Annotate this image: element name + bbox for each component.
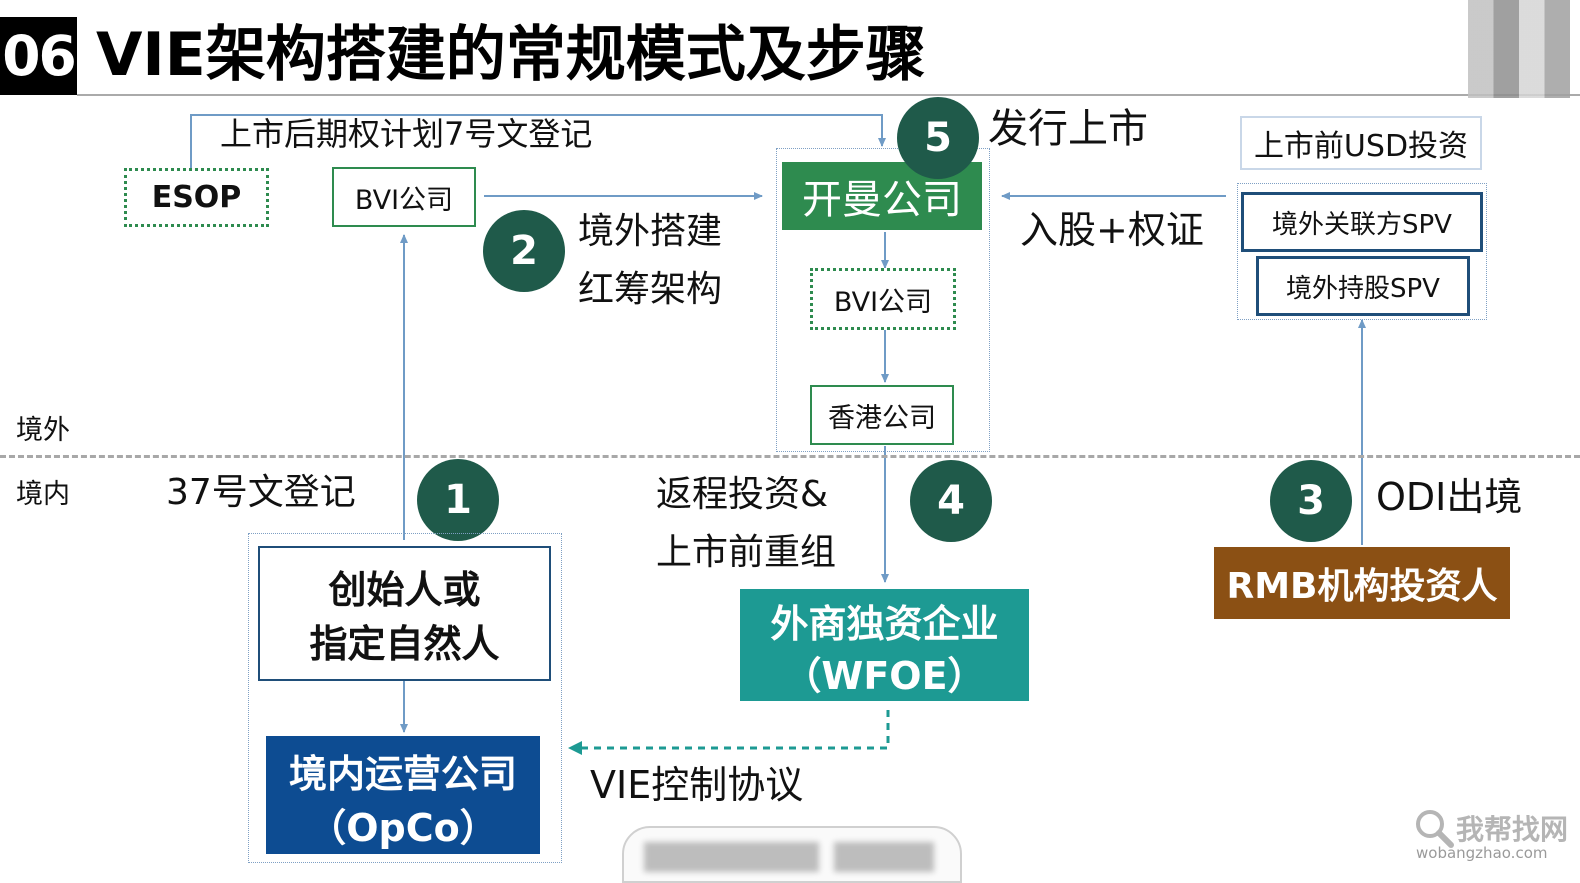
bvi-company-box: BVI公司 (332, 167, 476, 227)
vie-agreement-line (576, 710, 888, 748)
step-3-badge: 3 (1270, 460, 1352, 542)
watermark: 我帮找网 wobangzhao.com (1414, 806, 1574, 866)
step-3-label: ODI出境 (1376, 468, 1522, 526)
equity-warrant-label: 入股+权证 (1020, 201, 1204, 259)
blurred-caption (622, 826, 962, 883)
offshore-holding-spv-box: 境外持股SPV (1256, 256, 1470, 316)
step-4-label-line2: 上市前重组 (656, 524, 836, 582)
step-4-label-line1: 返程投资& (656, 466, 828, 524)
step-4-badge: 4 (910, 460, 992, 542)
step-1-label: 37号文登记 (166, 464, 356, 522)
magnifier-icon (1414, 808, 1454, 848)
pre-ipo-usd-label: 上市前USD投资 (1240, 116, 1482, 170)
esop-registration-note: 上市后期权计划7号文登记 (220, 112, 592, 156)
founder-label-line2: 指定自然人 (260, 614, 549, 666)
step-5-label: 发行上市 (988, 100, 1148, 158)
opco-label-line1: 境内运营公司 (266, 744, 540, 796)
offshore-related-spv-box: 境外关联方SPV (1241, 192, 1483, 252)
vie-agreement-label: VIE控制协议 (590, 756, 803, 814)
hk-company-box: 香港公司 (810, 385, 954, 445)
watermark-url: wobangzhao.com (1416, 844, 1547, 862)
wfoe-label-line2: （WFOE） (740, 647, 1029, 697)
offshore-label: 境外 (16, 408, 70, 447)
founder-box: 创始人或 指定自然人 (258, 546, 551, 681)
wfoe-label-line1: 外商独资企业 (740, 595, 1029, 645)
bvi-subsidiary-box: BVI公司 (810, 268, 956, 330)
step-2-label-line2: 红筹架构 (578, 261, 722, 319)
step-5-badge: 5 (897, 97, 979, 179)
founder-label-line1: 创始人或 (260, 560, 549, 612)
onshore-label: 境内 (16, 472, 70, 511)
watermark-text: 我帮找网 (1456, 808, 1568, 848)
step-1-badge: 1 (417, 459, 499, 541)
opco-label-line2: （OpCo） (266, 798, 540, 850)
opco-box: 境内运营公司 （OpCo） (266, 736, 540, 854)
step-2-badge: 2 (483, 210, 565, 292)
esop-box: ESOP (124, 168, 269, 227)
step-2-label-line1: 境外搭建 (578, 203, 722, 261)
wfoe-box: 外商独资企业 （WFOE） (740, 589, 1029, 701)
rmb-investor-box: RMB机构投资人 (1214, 547, 1510, 619)
border-divider (0, 455, 1580, 458)
